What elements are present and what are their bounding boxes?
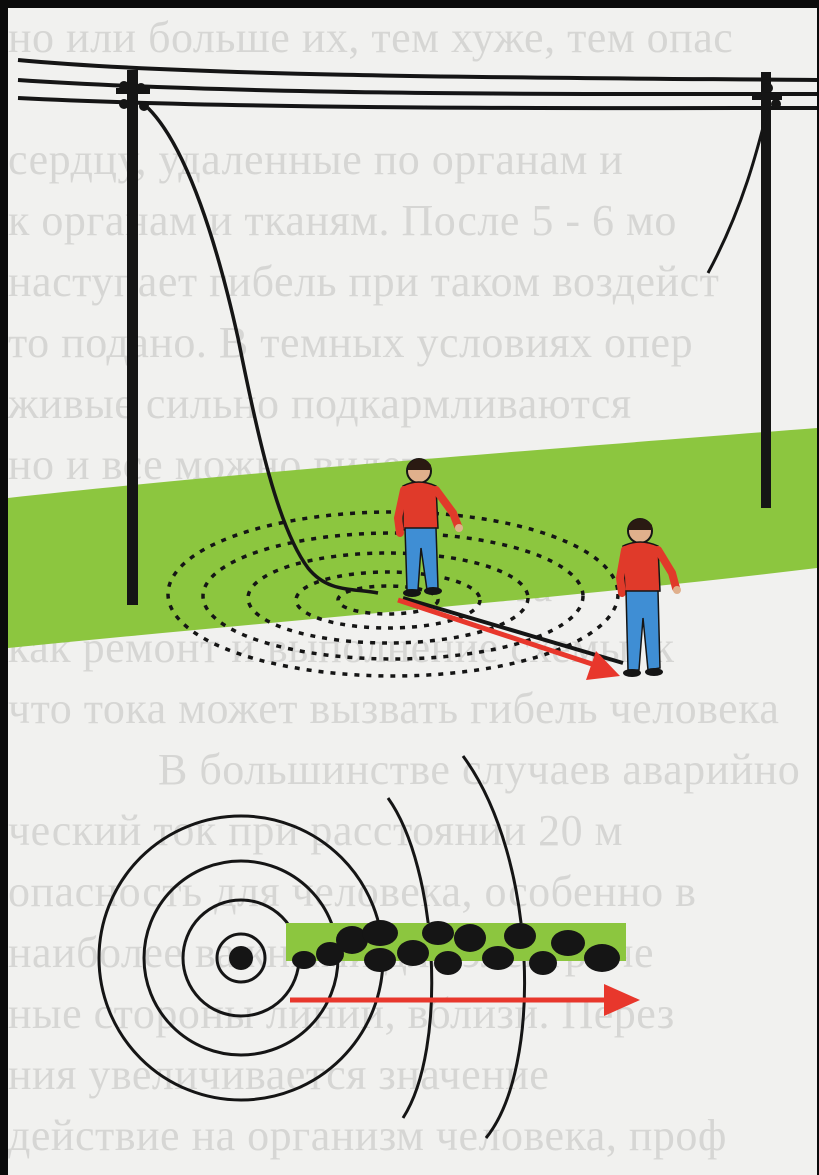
hanging-wire-end	[708, 108, 768, 273]
ground-contact-point	[229, 946, 253, 970]
step-arrow-bottom	[290, 984, 640, 1016]
stride-line	[403, 598, 623, 663]
step-voltage-diagram	[8, 8, 817, 1175]
